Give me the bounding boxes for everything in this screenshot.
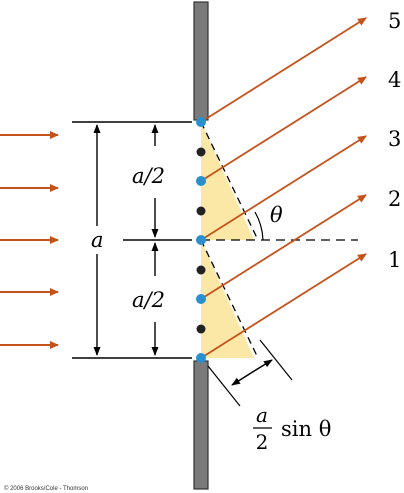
path-difference-witness-1 [207,365,241,407]
ray-label-4: 4 [388,68,401,92]
angle-label: θ [270,203,283,227]
path-difference-denominator: 2 [256,430,269,454]
angle-arc [254,211,264,241]
barrier-bottom [193,360,209,490]
ray-label-2: 2 [388,187,401,211]
source-point [196,235,206,245]
upper-wedge [201,122,254,240]
source-point [196,176,206,186]
source-point [196,117,206,127]
dimension-half-top-label: a/2 [132,164,165,188]
dark-dot [196,324,206,334]
source-point [196,353,206,363]
ray-label-5: 5 [388,9,401,33]
ray-5 [200,17,367,123]
upper-wedge-edge [200,121,259,241]
ray-label-1: 1 [388,248,401,272]
path-difference-sine: sin θ [281,417,331,441]
source-point [196,294,206,304]
lower-wedge-edge [200,239,259,359]
ray-label-3: 3 [388,127,401,151]
ray-1 [200,253,367,359]
path-difference-arrow-a [231,372,252,386]
ray-3 [200,135,367,241]
dark-dot [196,147,206,157]
dimension-half-bottom-label: a/2 [132,288,165,312]
ray-4 [200,76,367,182]
lower-wedge [201,240,254,358]
dimension-a-label: a [91,228,104,252]
path-difference-numerator: a [256,403,268,427]
dark-dot [196,206,206,216]
dark-dot [196,265,206,275]
ray-2 [200,194,367,300]
path-difference-witness-2 [259,339,293,381]
barrier-top [193,1,209,121]
copyright-text: © 2006 Brooks/Cole - Thomson [4,485,88,492]
path-difference-arrow-b [250,359,273,374]
